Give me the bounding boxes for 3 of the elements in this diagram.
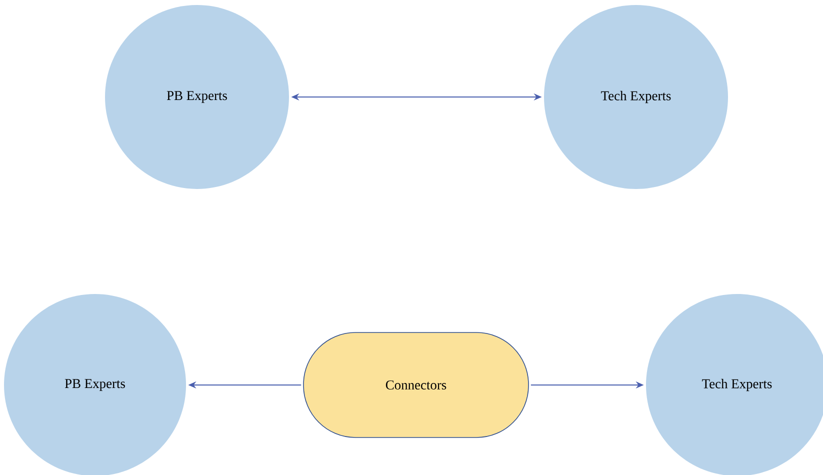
circle-node: PB Experts — [105, 5, 289, 189]
circle-node: Tech Experts — [544, 5, 728, 189]
rounded-box: Connectors — [303, 332, 529, 438]
